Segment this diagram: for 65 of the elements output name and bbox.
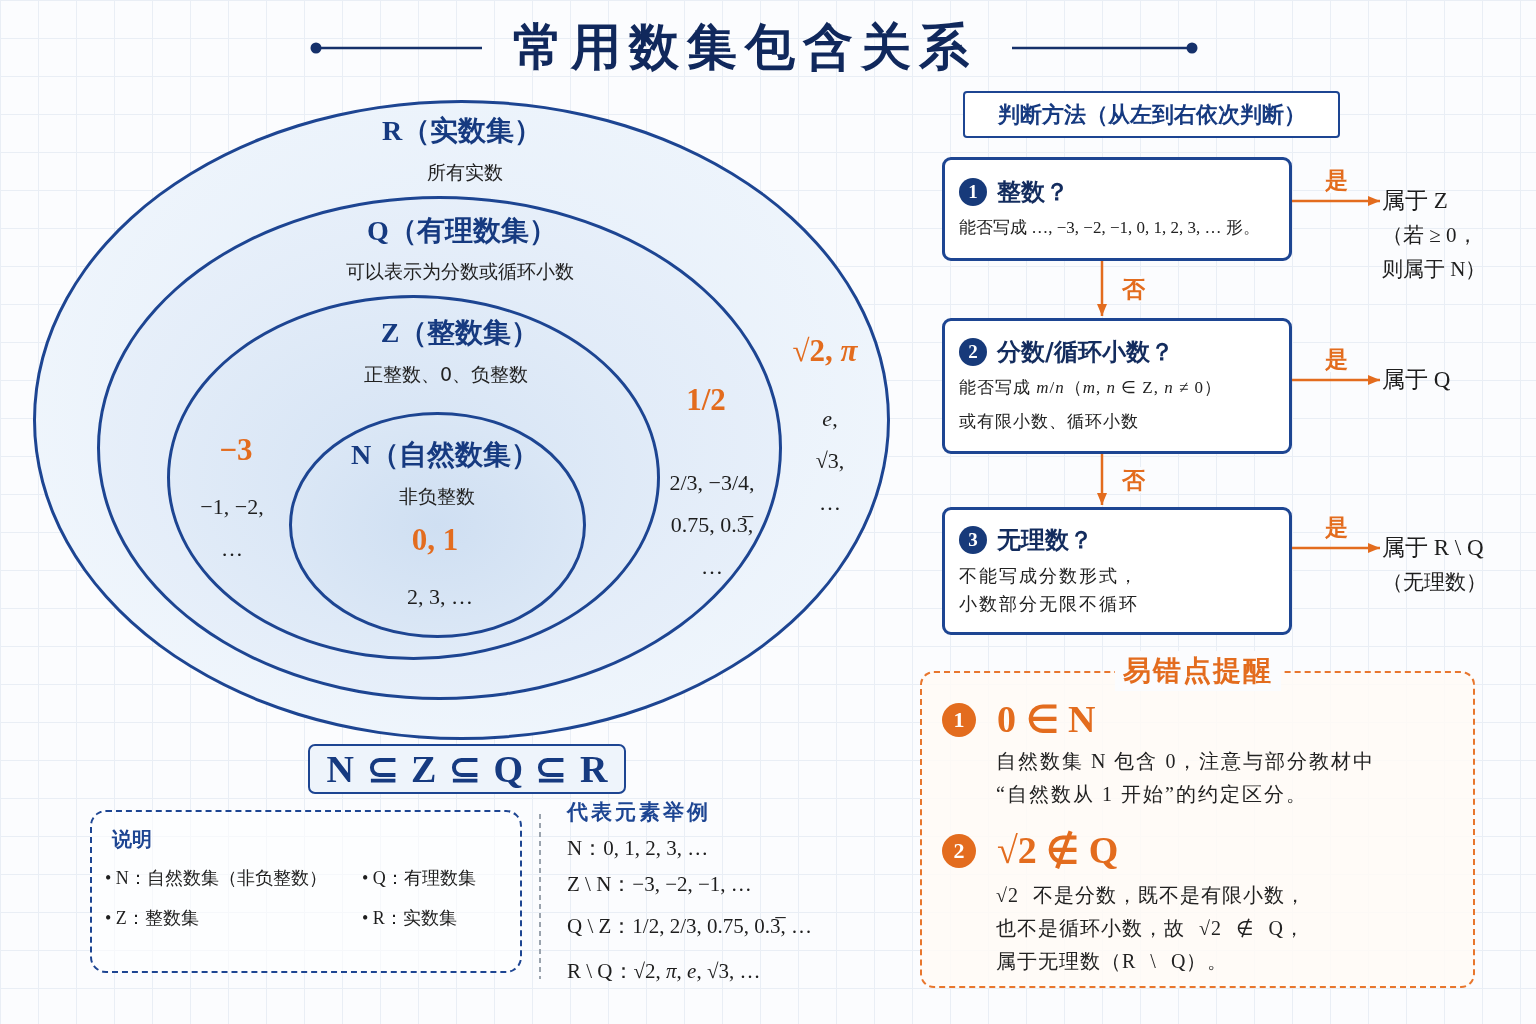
number-badge: 2 — [942, 834, 976, 868]
question-text: 能否写成 …, −3, −2, −1, 0, 1, 2, 3, … 形。 — [959, 217, 1261, 239]
number-badge: 2 — [959, 338, 987, 366]
arrow — [1097, 261, 1107, 316]
reminder-text: 自然数集 N 包含 0，注意与部分教材中“自然数从 1 开始”的约定区分。 — [996, 749, 1377, 807]
question-box — [942, 507, 1292, 635]
question-text: 能否写成 m/n（m, n ∈ Z, n ≠ 0） — [959, 377, 1224, 399]
example-numbers: 2, 3, … — [407, 583, 473, 611]
highlighted-example: −3 — [219, 432, 253, 468]
set-description: 所有实数 — [427, 160, 503, 184]
note-item: • Q：有理数集 — [362, 867, 476, 890]
set-description: 可以表示为分数或循环小数 — [346, 259, 574, 283]
heading-box: 判断方法（从左到右依次判断） — [963, 91, 1340, 138]
notes-panel — [90, 810, 522, 973]
example-line: N：0, 1, 2, 3, … — [567, 835, 709, 862]
result-text: 属于 Q — [1382, 363, 1451, 397]
question-box — [942, 318, 1292, 454]
set-title: Z（整数集） — [380, 316, 540, 350]
edge-label: 是 — [1324, 346, 1348, 372]
arrow — [1292, 196, 1380, 206]
question-title: 无理数？ — [997, 525, 1093, 556]
question-text: 不能写成分数形式，小数部分无限不循环 — [959, 565, 1140, 616]
example-numbers: −1, −2, … — [199, 493, 265, 563]
note-item: • Z：整数集 — [105, 907, 199, 930]
note-item: • N：自然数集（非负整数） — [105, 867, 327, 890]
number-badge: 3 — [959, 526, 987, 554]
arrow — [1097, 454, 1107, 505]
panel-heading: 说明 — [112, 826, 152, 853]
question-title: 分数/循环小数？ — [997, 337, 1174, 368]
reminder-text: √2 不是分数，既不是有限小数，也不是循环小数，故 √2 ∉ Q，属于无理数（R \ Q）。 — [996, 883, 1307, 974]
set-title: Q（有理数集） — [367, 214, 557, 248]
question-title: 整数？ — [997, 177, 1069, 208]
edge-label: 否 — [1122, 466, 1145, 493]
example-numbers: e, √3, … — [814, 405, 846, 517]
highlighted-example: 0, 1 — [411, 522, 459, 558]
question-text: 或有限小数、循环小数 — [959, 411, 1140, 433]
example-line: Q \ Z：1/2, 2/3, 0.75, 0.3̅, … — [567, 913, 812, 940]
example-line: R \ Q：√2, π, e, √3, … — [567, 958, 761, 985]
set-title: N（自然数集） — [350, 438, 540, 472]
page-title: 常用数集包含关系 — [513, 17, 977, 78]
set-title: R（实数集） — [381, 114, 543, 148]
result-note: （无理数） — [1382, 569, 1487, 596]
highlighted-example: √2, π — [792, 333, 858, 369]
note-item: • R：实数集 — [362, 907, 457, 930]
reminder-formula: 0 ∈ N — [997, 697, 1096, 741]
arrow — [1292, 543, 1380, 553]
reminder-formula: √2 ∉ Q — [997, 828, 1119, 872]
formula-box: N ⊆ Z ⊆ Q ⊆ R — [308, 744, 626, 794]
edge-label: 是 — [1324, 514, 1348, 540]
edge-label: 是 — [1324, 167, 1348, 193]
question-box — [942, 157, 1292, 261]
set-description: 正整数、0、负整数 — [363, 362, 529, 386]
highlighted-example: 1/2 — [686, 382, 726, 418]
example-line: Z \ N：−3, −2, −1, … — [567, 871, 752, 898]
edge-label: 否 — [1122, 275, 1145, 302]
result-text: 属于 R \ Q — [1382, 534, 1485, 562]
example-heading: 代表元素举例 — [567, 799, 711, 826]
number-badge: 1 — [942, 703, 976, 737]
number-badge: 1 — [959, 178, 987, 206]
example-numbers: 2/3, −3/4, 0.75, 0.3̅, … — [668, 469, 756, 581]
result-text: 属于 Z — [1382, 187, 1449, 215]
panel-heading: 易错点提醒 — [1114, 651, 1281, 691]
set-description: 非负整数 — [399, 484, 475, 508]
arrow — [1292, 375, 1380, 385]
result-note: （若 ≥ 0，则属于 N） — [1382, 222, 1488, 283]
